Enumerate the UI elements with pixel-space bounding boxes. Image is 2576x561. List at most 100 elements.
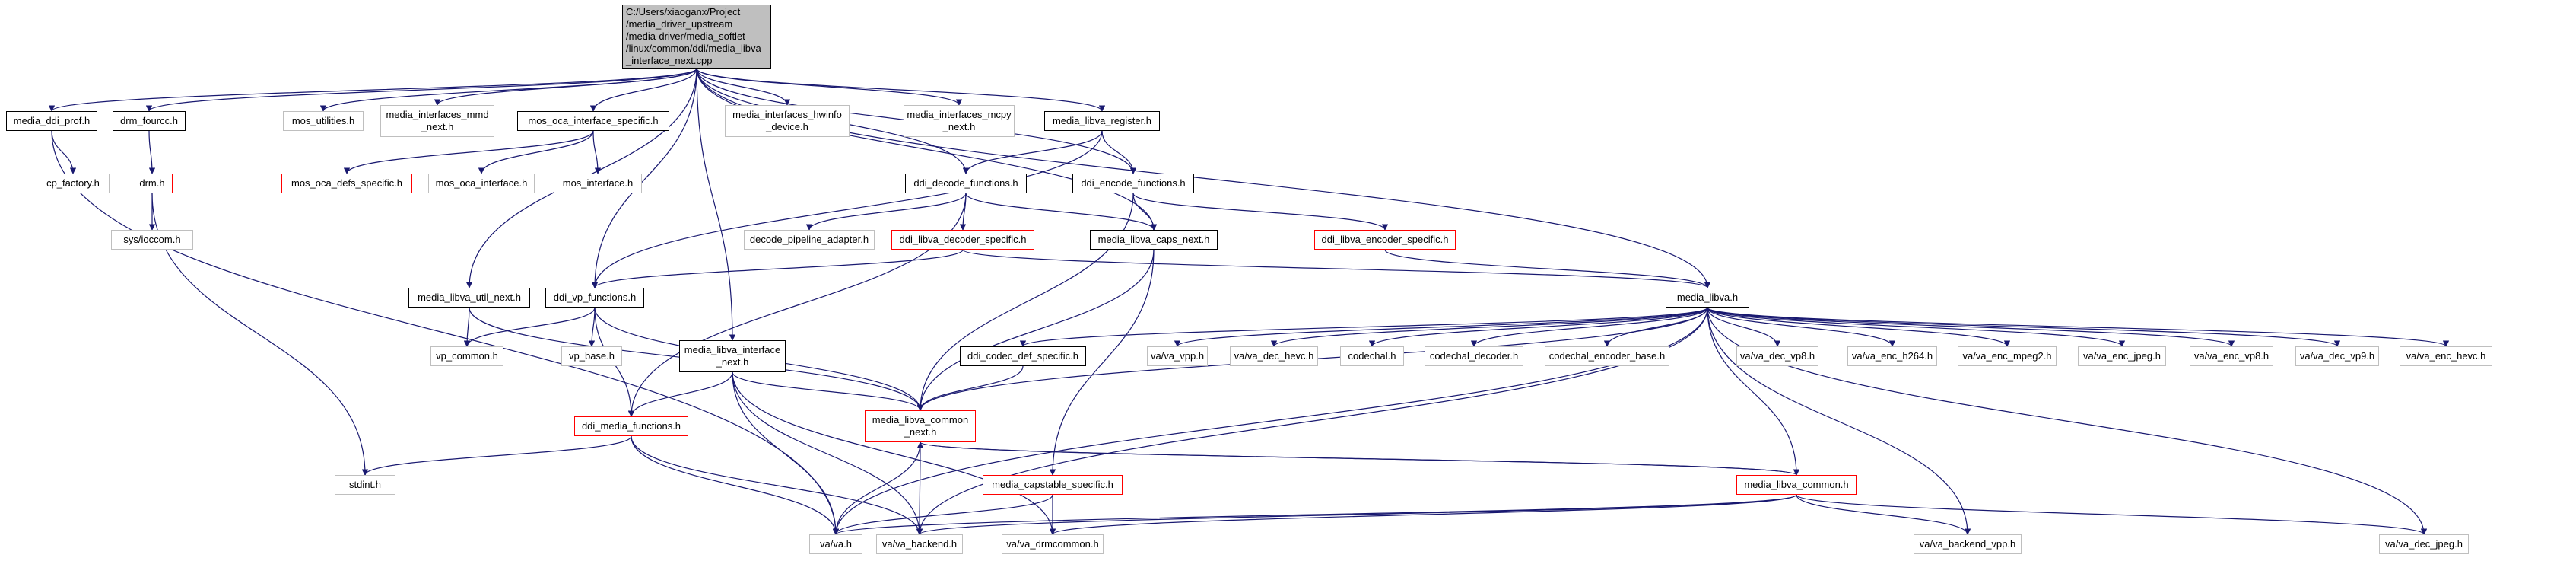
edge-rootmedia-libva-to-va-enc-jpeg [1707,307,2126,347]
node-mos-oca-interface-specific[interactable]: mos_oca_interface_specific.h [517,111,669,131]
node-mos-interface: mos_interface.h [554,174,642,193]
edge-rootddi-vp-functions-to-vp-base [588,307,596,347]
node-mos-oca-defs-specific[interactable]: mos_oca_defs_specific.h [281,174,412,193]
root-file-node: C:/Users/xiaoganx/Project /media_driver_… [622,5,771,69]
edge-root-to-ddi-vp-functions [591,68,697,288]
node-media-libva-register[interactable]: media_libva_register.h [1044,111,1160,131]
edge-rootmos-oca-interface-specific-to-mos-oca-defs-specific [343,130,594,174]
edge-rootmedia-libva-to-va-enc-mpeg2 [1707,307,2011,347]
node-va-dec-jpeg: va/va_dec_jpeg.h [2379,534,2469,554]
edge-rootmedia-libva-common-to-va-dec-jpeg [1796,494,2427,535]
node-va-enc-h264: va/va_enc_h264.h [1847,346,1937,366]
node-codechal-encoder-base: codechal_encoder_base.h [1545,346,1669,366]
node-media-libva-common[interactable]: media_libva_common.h [1736,475,1857,495]
edge-rootddi-encode-functions-to-media-libva-common-next [916,193,1134,411]
node-drm[interactable]: drm.h [132,174,173,193]
edge-rootmedia-libva-register-to-ddi-decode-functions [962,130,1103,174]
node-ddi-encode-functions[interactable]: ddi_encode_functions.h [1072,174,1194,193]
edge-rootmedia-libva-common-to-media-libva-common-next [917,441,1797,476]
edge-root-to-media-interfaces-mmd [434,68,697,106]
edge-root-to-media-libva-interface-next [696,68,736,341]
edge-rootmedia-libva-to-media-libva-common [1707,307,1800,476]
node-media-capstable-specific[interactable]: media_capstable_specific.h [983,475,1123,495]
node-vp-base: vp_base.h [561,346,622,366]
edge-rootddi-vp-functions-to-vp-common [463,307,596,347]
node-va-enc-mpeg2: va/va_enc_mpeg2.h [1958,346,2057,366]
node-ddi-decode-functions[interactable]: ddi_decode_functions.h [905,174,1027,193]
edge-rootmedia-libva-common-to-va-drmcommon [1050,494,1797,535]
node-va-dec-hevc: va/va_dec_hevc.h [1230,346,1318,366]
edge-rootddi-decode-functions-to-decode-pipeline-adapter [805,193,967,231]
node-mos-utilities: mos_utilities.h [283,111,364,131]
node-cp-factory: cp_factory.h [37,174,110,193]
edge-rootmedia-libva-common-next-to-va [832,441,921,535]
node-va-vpp: va/va_vpp.h [1147,346,1208,366]
edge-root-to-mos-oca-interface-specific [589,68,697,112]
edge-rootmedia-libva-to-va-enc-hevc [1707,307,2449,347]
node-codechal: codechal.h [1340,346,1404,366]
edge-rootmedia-libva-to-va-enc-vp8 [1707,307,2235,347]
node-va: va/va.h [809,534,862,554]
edge-rootmedia-libva-to-va-vpp [1174,307,1708,347]
node-ddi-libva-decoder-specific[interactable]: ddi_libva_decoder_specific.h [891,230,1034,250]
node-va-backend-vpp: va/va_backend_vpp.h [1914,534,2022,554]
edge-rootddi-libva-decoder-specific-to-media-libva [962,249,1710,288]
node-codechal-decoder: codechal_decoder.h [1425,346,1523,366]
node-media-libva-common-next[interactable]: media_libva_common _next.h [865,410,976,442]
node-media-libva-interface-next[interactable]: media_libva_interface _next.h [679,340,786,372]
node-ddi-libva-encoder-specific[interactable]: ddi_libva_encoder_specific.h [1314,230,1456,250]
edge-rootmedia-libva-to-va-dec-hevc [1270,307,1708,347]
node-ddi-vp-functions[interactable]: ddi_vp_functions.h [545,288,644,308]
edge-rootmedia-libva-util-next-to-vp-common [463,307,471,347]
node-mos-oca-interface: mos_oca_interface.h [428,174,535,193]
node-ddi-codec-def-specific[interactable]: ddi_codec_def_specific.h [960,346,1086,366]
node-va-enc-vp8: va/va_enc_vp8.h [2190,346,2273,366]
edge-rootmedia-libva-interface-next-to-va-backend [732,371,923,535]
node-va-dec-vp9: va/va_dec_vp9.h [2295,346,2379,366]
edge-rootddi-libva-decoder-specific-to-ddi-vp-functions [591,249,964,288]
edge-rootmedia-libva-to-ddi-codec-def-specific [1020,307,1708,347]
edge-rootmedia-libva-to-codechal [1368,307,1708,347]
edge-rootmedia-libva-to-va-dec-vp9 [1707,307,2340,347]
node-stdint: stdint.h [335,475,395,495]
node-va-dec-vp8: va/va_dec_vp8.h [1736,346,1818,366]
node-va-enc-jpeg: va/va_enc_jpeg.h [2078,346,2166,366]
node-media-ddi-prof[interactable]: media_ddi_prof.h [6,111,97,131]
edge-rootddi-decode-functions-to-media-libva-caps-next [965,193,1158,231]
edge-rootmedia-libva-common-to-va-backend-vpp [1796,494,1971,535]
edge-rootmedia-libva-register-to-ddi-vp-functions [591,130,1103,288]
edge-rootdrm-fourcc-to-drm [148,130,156,174]
edge-root-to-drm-fourcc [145,68,697,112]
dependency-edges [49,68,2449,535]
node-sys-ioccom: sys/ioccom.h [111,230,193,250]
edge-root-to-media-libva [696,68,1711,288]
edge-rootmedia-libva-interface-next-to-va-drmcommon [732,371,1056,535]
edge-root-to-media-interfaces-mcpy [696,68,963,106]
edge-root-to-media-interfaces-hwinfo [696,68,791,106]
edge-root-to-media-libva-caps-next [696,68,1158,231]
edge-rootddi-codec-def-specific-to-media-libva-common-next [916,365,1024,411]
edge-rootmedia-libva-interface-next-to-ddi-media-functions [627,371,733,417]
edge-rootddi-libva-encoder-specific-to-media-libva [1384,249,1711,288]
node-media-libva-util-next[interactable]: media_libva_util_next.h [408,288,530,308]
node-decode-pipeline-adapter: decode_pipeline_adapter.h [744,230,875,250]
edge-rootmedia-capstable-specific-to-va [832,494,1053,535]
edge-rootmedia-libva-caps-next-to-media-libva-common-next [916,249,1155,411]
edge-rootmos-oca-interface-specific-to-mos-oca-interface [478,130,594,174]
node-vp-common: vp_common.h [430,346,503,366]
edge-rootmedia-libva-interface-next-to-va [732,371,840,535]
node-media-libva[interactable]: media_libva.h [1666,288,1749,308]
edge-rootddi-media-functions-to-va [631,435,840,535]
node-media-interfaces-mmd: media_interfaces_mmd _next.h [380,105,494,137]
edge-root-to-media-ddi-prof [49,68,697,112]
node-va-enc-hevc: va/va_enc_hevc.h [2400,346,2492,366]
edge-rootmedia-libva-to-va-backend-vpp [1707,307,1971,535]
node-media-interfaces-hwinfo: media_interfaces_hwinfo _device.h [725,105,850,137]
node-drm-fourcc[interactable]: drm_fourcc.h [113,111,186,131]
node-media-libva-caps-next[interactable]: media_libva_caps_next.h [1090,230,1218,250]
edge-rootmedia-libva-to-va-enc-h264 [1707,307,1896,347]
edge-rootmedia-libva-common-to-va-backend [916,494,1797,535]
node-ddi-media-functions[interactable]: ddi_media_functions.h [574,416,688,436]
edge-rootmos-oca-interface-specific-to-mos-interface [592,130,602,174]
